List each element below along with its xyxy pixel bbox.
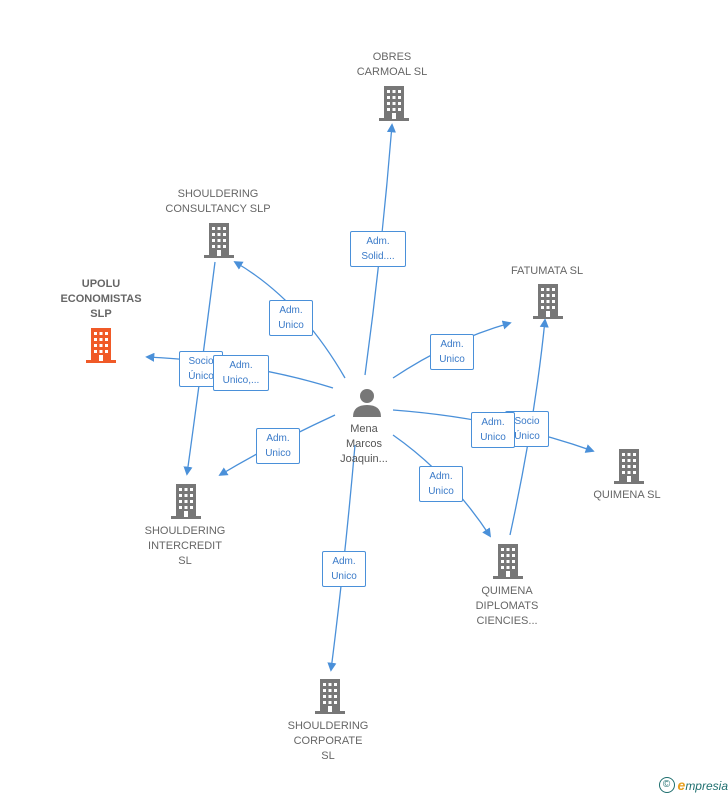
building-icon-corporate[interactable] xyxy=(314,678,346,714)
building-icon-intercredit[interactable] xyxy=(170,483,202,519)
node-label-corporate[interactable]: SHOULDERING CORPORATE SL xyxy=(287,720,369,762)
role-box-upolu-adm[interactable]: Adm. Unico,... xyxy=(213,355,269,391)
node-label-obres[interactable]: OBRES CARMOAL SL xyxy=(356,51,428,78)
building-icon-upolu[interactable] xyxy=(85,327,117,363)
building-icon-obres[interactable] xyxy=(378,85,410,121)
role-box-fatumata[interactable]: Adm. Unico xyxy=(430,334,474,370)
node-label-consultancy[interactable]: SHOULDERING CONSULTANCY SLP xyxy=(165,188,271,215)
building-icon-diplomats[interactable] xyxy=(492,543,524,579)
brand-logo: empresia xyxy=(677,777,728,793)
role-box-quimena-adm[interactable]: Adm. Unico xyxy=(471,412,515,448)
person-name[interactable]: Mena Marcos Joaquin... xyxy=(340,423,388,465)
role-box-intercredit[interactable]: Adm. Unico xyxy=(256,428,300,464)
role-box-consultancy[interactable]: Adm. Unico xyxy=(269,300,313,336)
building-icon-consultancy[interactable] xyxy=(203,222,235,258)
role-box-corporate[interactable]: Adm. Unico xyxy=(322,551,366,587)
person-node[interactable] xyxy=(350,387,384,417)
node-label-fatumata[interactable]: FATUMATA SL xyxy=(510,265,584,277)
brand-footer[interactable]: © empresia xyxy=(658,777,728,793)
node-label-diplomats[interactable]: QUIMENA DIPLOMATS CIENCIES... xyxy=(475,585,539,627)
role-box-obres[interactable]: Adm. Solid.... xyxy=(350,231,406,267)
node-label-intercredit[interactable]: SHOULDERING INTERCREDIT SL xyxy=(144,525,226,567)
building-icon-quimena[interactable] xyxy=(613,448,645,484)
role-box-diplomats[interactable]: Adm. Unico xyxy=(419,466,463,502)
copyright-icon: © xyxy=(658,777,675,793)
person-icon xyxy=(353,389,381,417)
node-label-quimena[interactable]: QUIMENA SL xyxy=(593,489,661,501)
building-icon-fatumata[interactable] xyxy=(532,283,564,319)
node-label-upolu[interactable]: UPOLU ECONOMISTAS SLP xyxy=(60,278,142,320)
